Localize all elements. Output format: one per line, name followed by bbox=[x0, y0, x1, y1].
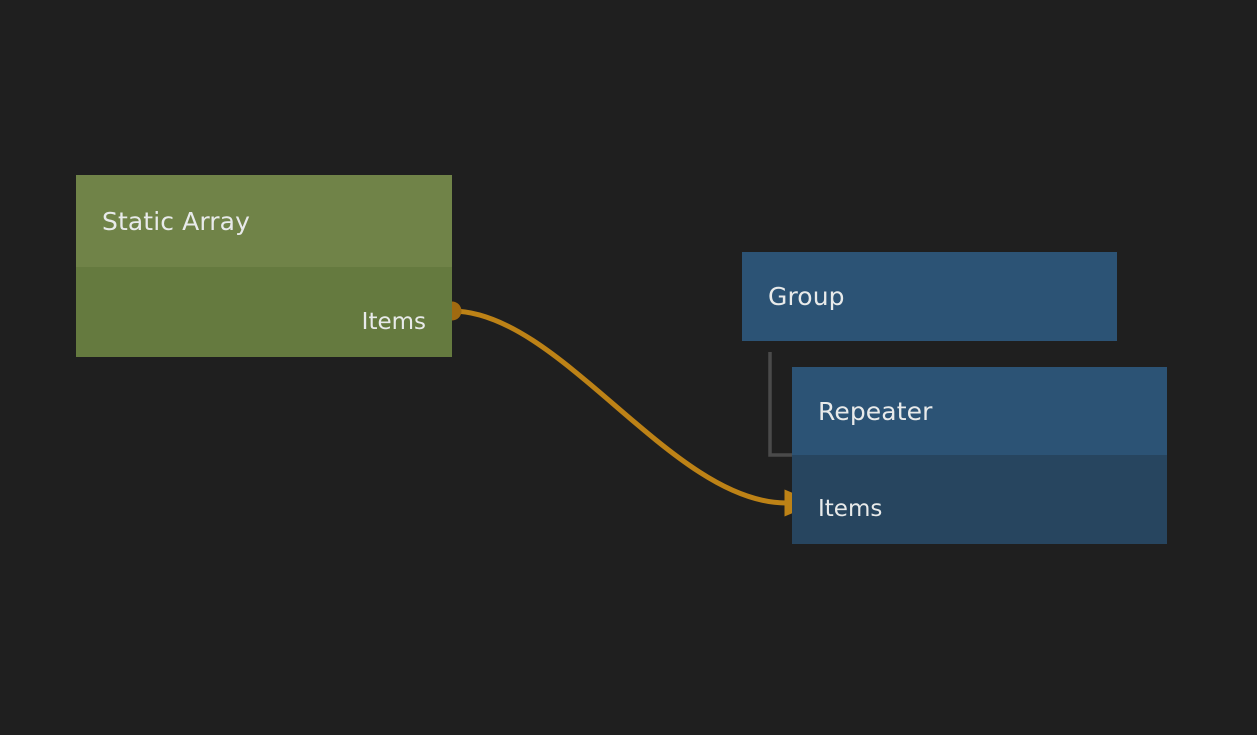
port-label-repeater-items: Items bbox=[818, 495, 883, 522]
node-group-title: Group bbox=[768, 282, 845, 311]
connection-wire[interactable] bbox=[451, 308, 817, 517]
node-repeater-header[interactable]: Repeater bbox=[792, 367, 1167, 455]
node-static-array-body: Items bbox=[76, 267, 452, 357]
node-static-array-header[interactable]: Static Array bbox=[76, 175, 452, 267]
port-label-static-array-items: Items bbox=[361, 309, 426, 335]
node-repeater-title: Repeater bbox=[818, 396, 933, 426]
port-row-repeater-items[interactable]: Items bbox=[792, 473, 1167, 544]
node-repeater-body: Items bbox=[792, 455, 1167, 544]
port-row-static-array-items[interactable]: Items bbox=[76, 287, 452, 357]
hierarchy-bracket-line bbox=[768, 352, 793, 457]
node-group[interactable]: Group bbox=[742, 252, 1117, 341]
node-group-header[interactable]: Group bbox=[742, 252, 1117, 341]
node-static-array-title: Static Array bbox=[102, 206, 250, 236]
node-static-array[interactable]: Static Array Items bbox=[76, 175, 452, 357]
node-repeater[interactable]: Repeater Items bbox=[792, 367, 1167, 544]
